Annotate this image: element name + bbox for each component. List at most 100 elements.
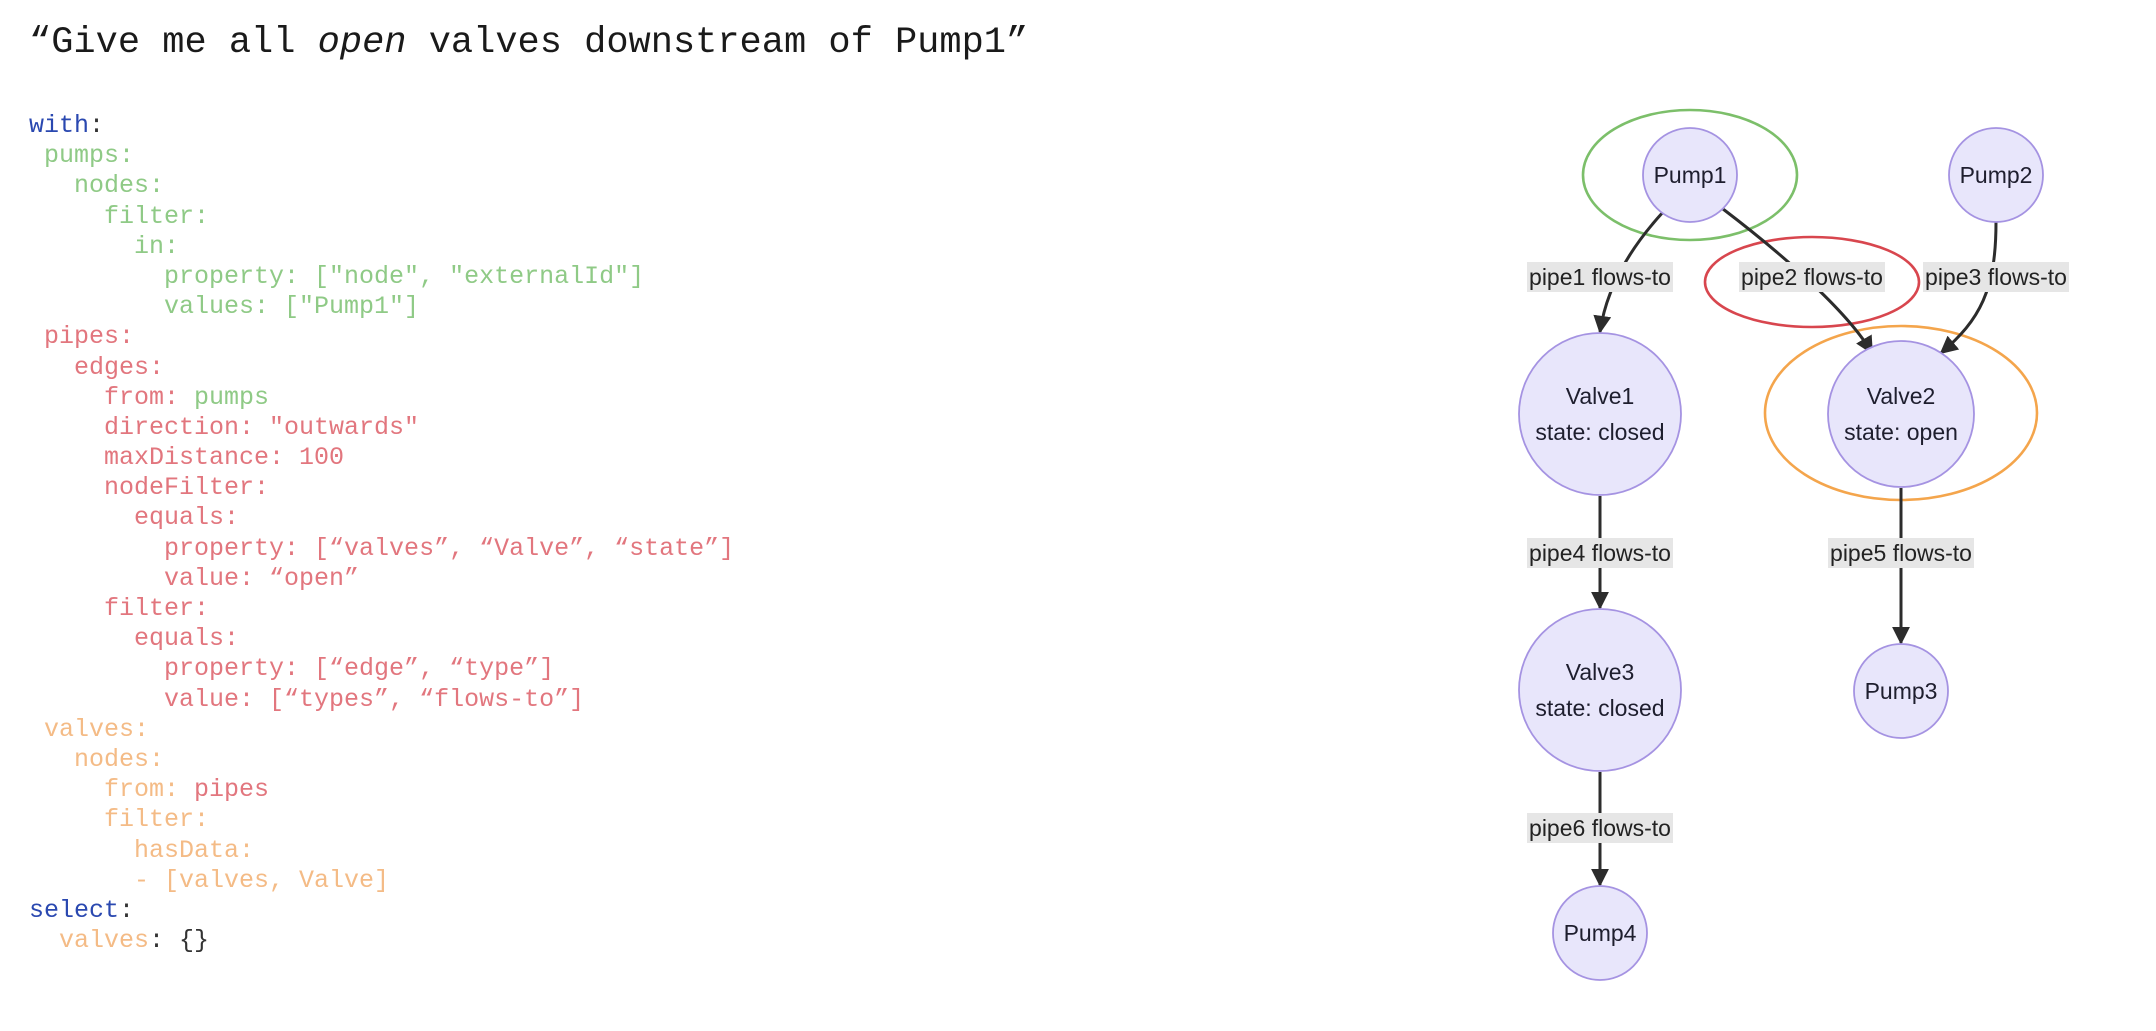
code-token: filter: [29,594,210,623]
code-line: in: [29,232,734,262]
code-line: filter: [29,594,734,624]
code-line: edges: [29,353,734,383]
code-line: value: [“types”, “flows-to”] [29,685,734,715]
edge-label-pipe4: pipe4 flows-to [1527,538,1673,568]
code-token: : {} [149,926,210,956]
node-pump4: Pump4 [1552,885,1648,981]
code-token: valves [29,926,150,956]
code-token: from: [29,775,195,805]
code-token: equals: [29,503,240,533]
code-line: from: pumps [29,383,734,413]
code-token: nodeFilter: [29,473,270,503]
code-line: select: [29,896,734,926]
code-token: edges: [29,352,165,382]
code-token: - [valves, Valve] [29,865,390,895]
node-label: Pump2 [1960,162,2033,188]
code-token: pumps: [29,141,135,171]
code-token: nodes: [29,744,165,774]
node-label: Pump3 [1865,678,1938,704]
title-text-after: valves downstream of Pump1 [406,22,1006,64]
edge-label-text: pipe3 flows-to [1925,264,2067,290]
edge-label-text: pipe5 flows-to [1830,540,1972,566]
title-emphasis: open [317,22,407,64]
code-line: nodeFilter: [29,473,734,503]
code-line: equals: [29,503,734,533]
code-token: select [29,895,120,925]
node-circle [1642,127,1738,223]
edge-label-pipe3: pipe3 flows-to [1923,262,2069,292]
edge-label-text: pipe1 flows-to [1529,264,1671,290]
node-circle [1827,340,1975,488]
edge-label-pipe1: pipe1 flows-to [1527,262,1673,292]
code-line: valves: [29,715,734,745]
title-text-before: Give me all [51,22,318,64]
code-line: property: [“edge”, “type”] [29,654,734,684]
node-circle [1853,643,1949,739]
code-line: pumps: [29,141,734,171]
code-line: equals: [29,624,734,654]
node-label: Valve1 [1566,383,1635,409]
code-token: nodes: [29,171,165,201]
code-line: nodes: [29,171,734,201]
node-state-label: state: closed [1535,695,1664,721]
code-token: from: [29,382,195,412]
code-line: pipes: [29,322,734,352]
edge-label-pipe6: pipe6 flows-to [1527,813,1673,843]
title-open-quote: “ [29,22,52,64]
edge-label-text: pipe2 flows-to [1741,264,1883,290]
code-token: : [119,895,135,925]
code-token: valves: [29,714,150,744]
node-pump1: Pump1 [1642,127,1738,223]
code-line: with: [29,111,734,141]
code-token: value: [“types”, “flows-to”] [29,684,585,714]
code-token: pipes [194,775,270,805]
node-circle [1518,332,1682,496]
code-token: filter: [29,805,210,835]
edge-label-background [1527,538,1673,568]
code-line: maxDistance: 100 [29,443,734,473]
edge-label-background [1527,262,1673,292]
code-token: in: [29,231,180,261]
code-token: pipes: [29,322,135,352]
highlight-ellipse-pipe2 [1703,235,1921,329]
code-token: property: [“edge”, “type”] [29,654,555,684]
node-state-label: state: closed [1535,419,1664,445]
node-circle [1948,127,2044,223]
query-code-block: with: pumps: nodes: filter: in: property… [29,111,734,956]
code-token: equals: [29,624,240,654]
edge-pipe3 [1939,221,1998,355]
code-line: filter: [29,805,734,835]
highlight-ellipse-pump1 [1581,108,1799,242]
code-line: value: “open” [29,564,734,594]
edge-label-pipe2: pipe2 flows-to [1739,262,1885,292]
node-valve1: Valve1 state: closed [1518,332,1682,496]
node-circle [1552,885,1648,981]
code-line: valves: {} [29,926,734,956]
code-token: value: “open” [29,563,360,593]
title-close-quote: ” [1006,22,1029,64]
edge-label-text: pipe6 flows-to [1529,815,1671,841]
code-token: values: ["Pump1"] [29,292,420,322]
code-token: filter: [29,201,210,231]
code-line: filter: [29,202,734,232]
edge-label-background [1527,813,1673,843]
code-line: from: pipes [29,775,734,805]
code-token: property: ["node", "externalId"] [29,261,645,291]
code-line: nodes: [29,745,734,775]
code-line: property: [“valves”, “Valve”, “state”] [29,534,734,564]
code-line: values: ["Pump1"] [29,292,734,322]
node-label: Pump4 [1564,920,1637,946]
node-label: Pump1 [1654,162,1727,188]
edge-label-background [1828,538,1974,568]
edge-label-layer: pipe1 flows-to pipe2 flows-to pipe3 flows-… [1527,262,2069,843]
code-line: direction: "outwards" [29,413,734,443]
code-token: hasData: [29,835,255,865]
edge-label-text: pipe4 flows-to [1529,540,1671,566]
code-token: : [89,111,105,140]
code-line: - [valves, Valve] [29,866,734,896]
node-pump2: Pump2 [1948,127,2044,223]
